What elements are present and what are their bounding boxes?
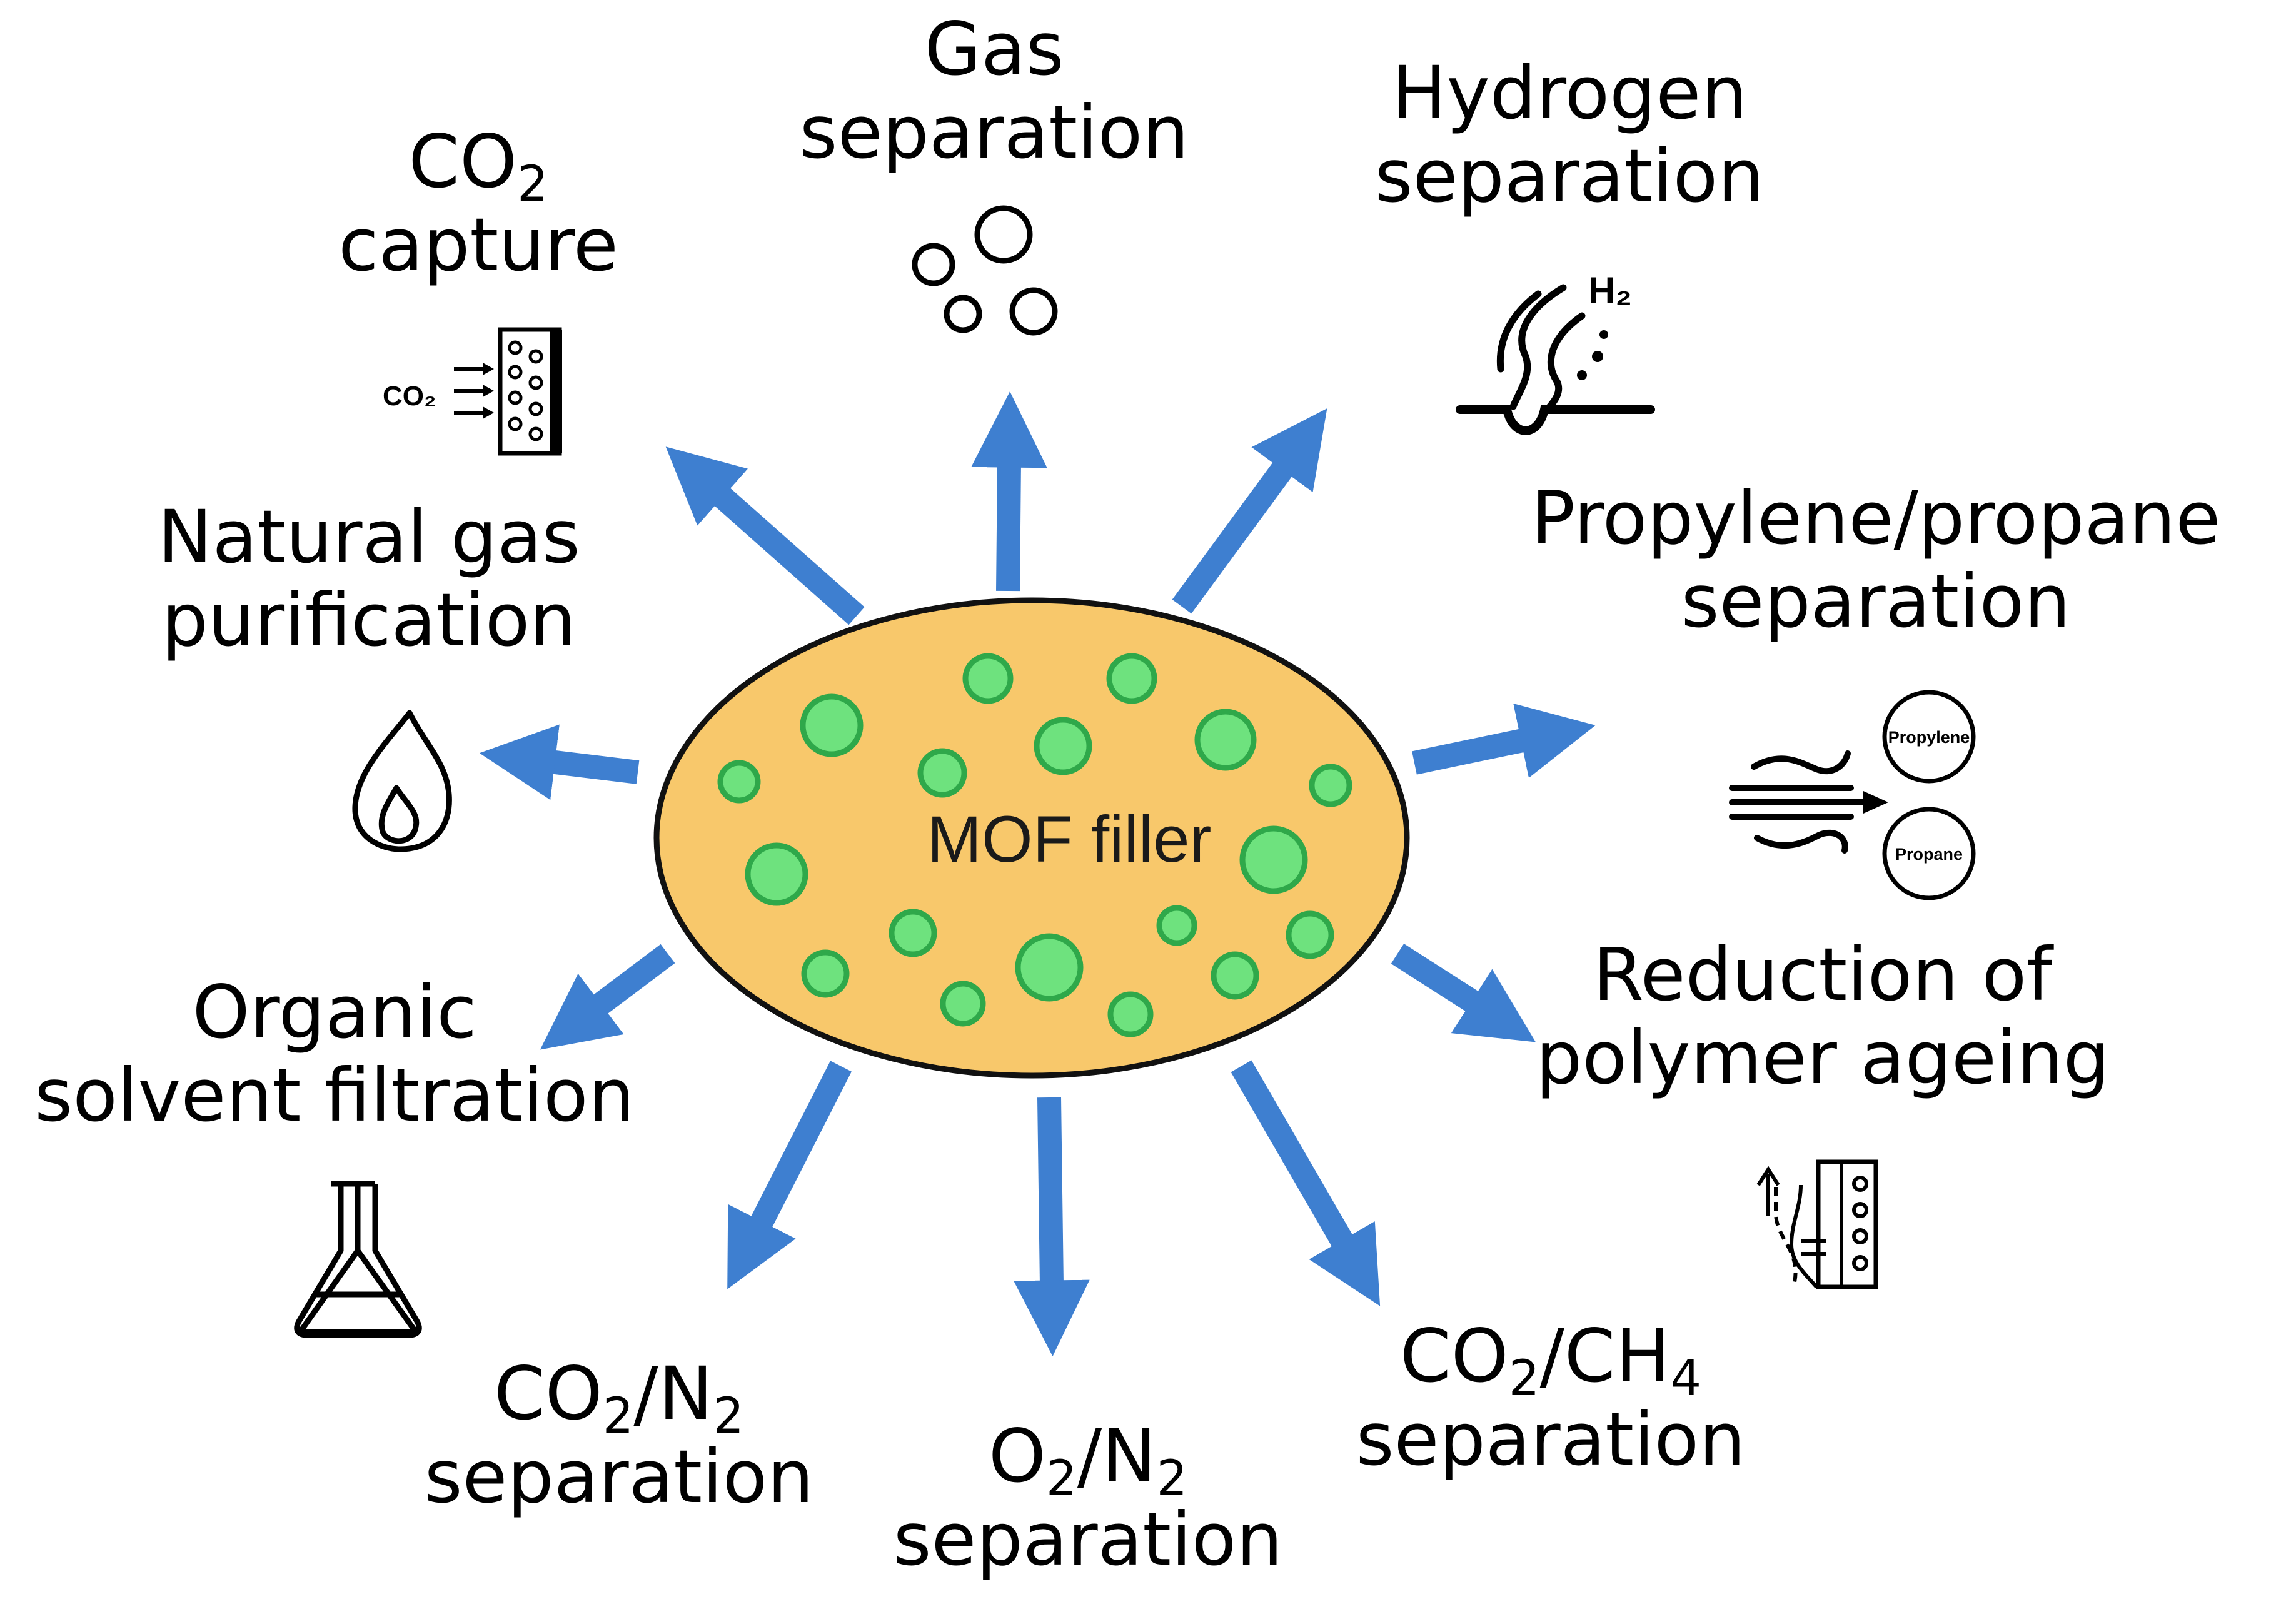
flame-icon — [352, 710, 452, 852]
arrow-propylene — [1412, 704, 1596, 779]
particle — [801, 949, 850, 998]
hydrogen-flow-icon: H₂ — [1456, 270, 1655, 435]
label-organic-solvent: Organic solvent filtration — [34, 969, 635, 1138]
label-co2-capture: CO2 capture — [338, 119, 618, 288]
center-label: MOF filler — [927, 803, 1212, 876]
particle — [1106, 653, 1157, 704]
label-polymer-ageing: Reduction of polymer ageing — [1536, 932, 2110, 1101]
particle — [800, 693, 864, 757]
particle — [1309, 764, 1352, 807]
propylene-propane-icon: Propylene Propane — [1729, 690, 1976, 900]
flask-icon — [294, 1181, 422, 1338]
particle — [917, 748, 967, 798]
arrow-hydrogen — [1172, 408, 1327, 614]
label-gas-separation: Gas separation — [799, 6, 1189, 175]
arrow-gas-separation — [971, 391, 1047, 592]
membrane-co2-icon: CO₂ — [383, 327, 562, 456]
particle — [1156, 905, 1197, 946]
arrow-organic-solvent — [540, 944, 675, 1050]
mof-particles — [717, 653, 1352, 1037]
particle — [1034, 717, 1092, 775]
arrow-natural-gas — [479, 724, 640, 800]
arrows — [479, 391, 1596, 1356]
particle — [1015, 933, 1084, 1002]
ageing-membrane-icon — [1756, 1159, 1878, 1289]
particle — [717, 760, 761, 804]
arrow-co2-n2 — [727, 1061, 852, 1289]
particle — [1239, 825, 1308, 894]
particle — [1286, 910, 1334, 959]
label-natural-gas: Natural gas purification — [158, 494, 580, 663]
particle — [962, 653, 1014, 704]
propylene-icon-text: Propylene — [1888, 728, 1970, 747]
arrow-o2-n2 — [1014, 1097, 1090, 1356]
arrow-co2-ch4 — [1231, 1060, 1381, 1306]
arrow-polymer-ageing — [1391, 943, 1536, 1042]
particle — [1194, 709, 1257, 771]
particle — [745, 842, 808, 906]
co2-icon-text: CO₂ — [383, 381, 436, 411]
label-o2-n2: O2/N2 separation — [893, 1413, 1283, 1582]
propane-icon-text: Propane — [1895, 845, 1963, 864]
h2-icon-text: H₂ — [1588, 270, 1632, 311]
bubbles-icon — [912, 205, 1058, 336]
particle — [1107, 991, 1154, 1037]
label-hydrogen: Hydrogen separation — [1374, 50, 1765, 219]
particle — [1211, 951, 1259, 1000]
particle — [889, 909, 937, 957]
label-co2-n2: CO2/N2 separation — [424, 1351, 814, 1520]
arrow-co2-capture — [665, 446, 865, 625]
particle — [940, 981, 986, 1027]
label-propylene: Propylene/propane separation — [1531, 475, 2221, 644]
label-co2-ch4: CO2/CH4 separation — [1356, 1313, 1746, 1482]
